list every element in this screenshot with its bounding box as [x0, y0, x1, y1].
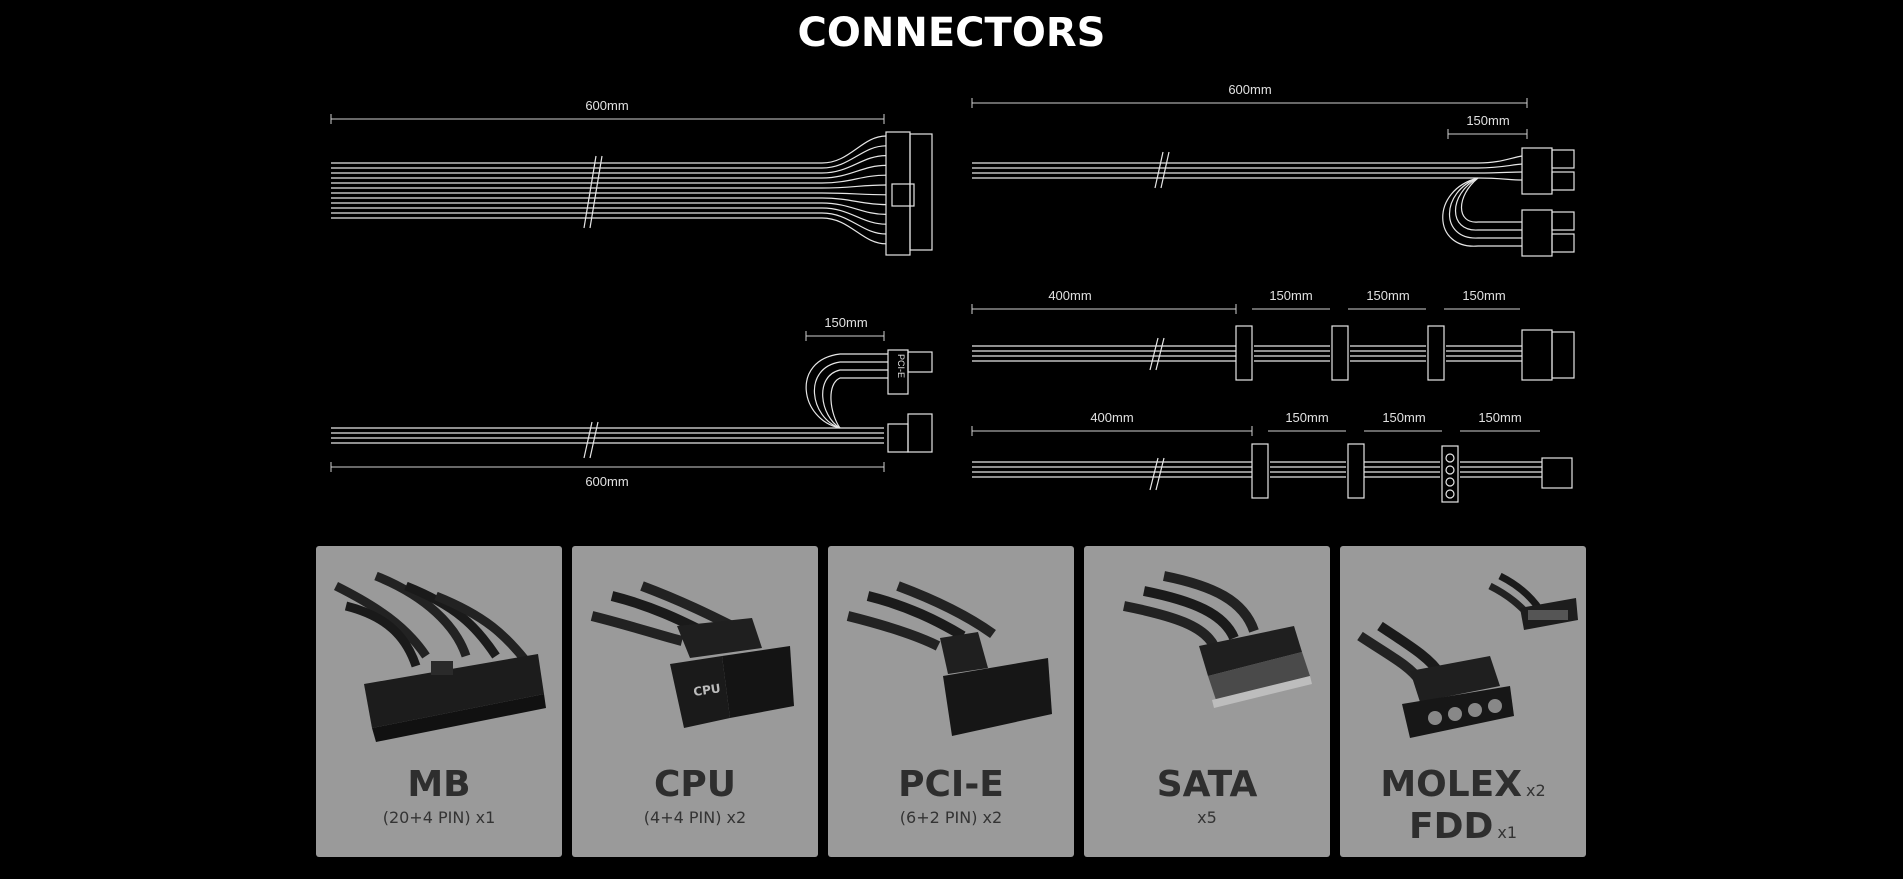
pcie-branch-label: 150mm — [824, 315, 867, 330]
connector-card-sata: SATA x5 — [1084, 546, 1330, 857]
mb-wire — [331, 202, 887, 215]
card-spec: (20+4 PIN) x1 — [382, 808, 496, 827]
card-name-fdd: FDD — [1408, 806, 1494, 847]
sata-connector-icon — [1123, 571, 1312, 708]
mb-wire — [331, 184, 887, 189]
card-spec: (4+4 PIN) x2 — [643, 808, 747, 827]
cpu-connector-icon: CPU — [590, 581, 794, 728]
card-name: MB — [407, 764, 471, 805]
connector-card-pcie: PCI-E (6+2 PIN) x2 — [828, 546, 1074, 857]
card-name: SATA — [1156, 764, 1258, 805]
card-spec: (6+2 PIN) x2 — [899, 808, 1003, 827]
pcie-length-label: 600mm — [585, 474, 628, 489]
connector-card-mb: MB (20+4 PIN) x1 — [316, 546, 562, 857]
sata-seg3-label: 150mm — [1462, 288, 1505, 303]
mb-wire — [331, 135, 887, 164]
molex-connector-icon — [1357, 572, 1578, 738]
cpu-cable: 600mm 150mm — [971, 82, 1575, 257]
molex-seg1-label: 150mm — [1285, 410, 1328, 425]
card-spec: x5 — [1197, 808, 1217, 827]
cable-diagram: 600mm 600mm 150mm — [330, 82, 1575, 503]
card-name: CPU — [653, 764, 737, 805]
molex-cable: 400mm 150mm 150mm 150mm — [971, 410, 1573, 503]
mb-wire — [331, 192, 887, 196]
card-name: PCI-E — [898, 764, 1004, 805]
sata-cable: 400mm 150mm 150mm 150mm — [971, 288, 1575, 381]
mb-connector-icon — [333, 571, 546, 742]
card-name-molex: MOLEX — [1380, 764, 1523, 805]
molex-lead-label: 400mm — [1090, 410, 1133, 425]
card-qty-molex: x2 — [1526, 781, 1546, 800]
mb-wire — [331, 174, 887, 184]
mb-wire — [331, 197, 887, 206]
sata-lead-label: 400mm — [1048, 288, 1091, 303]
mb-wire — [331, 212, 887, 235]
sata-seg1-label: 150mm — [1269, 288, 1312, 303]
pcie-connector-icon — [846, 581, 1052, 736]
mb-wire — [331, 155, 887, 174]
molex-seg3-label: 150mm — [1478, 410, 1521, 425]
page-title: CONNECTORS — [797, 10, 1106, 56]
card-qty-fdd: x1 — [1497, 823, 1517, 842]
mb-wire — [331, 207, 887, 225]
mb-cable: 600mm — [330, 98, 933, 256]
mb-wire — [331, 145, 887, 169]
pcie-cable: 150mm 600mm PCI-E — [330, 315, 933, 489]
sata-seg2-label: 150mm — [1366, 288, 1409, 303]
mb-length-label: 600mm — [585, 98, 628, 113]
cpu-branch-label: 150mm — [1466, 113, 1509, 128]
cpu-length-label: 600mm — [1228, 82, 1271, 97]
connector-card-cpu: CPU CPU (4+4 PIN) x2 — [572, 546, 818, 857]
molex-seg2-label: 150mm — [1382, 410, 1425, 425]
cpu-plug-label: CPU — [692, 681, 721, 699]
mb-wire — [331, 217, 887, 245]
pcie-plug-label: PCI-E — [896, 354, 906, 378]
mb-wire — [331, 164, 887, 179]
